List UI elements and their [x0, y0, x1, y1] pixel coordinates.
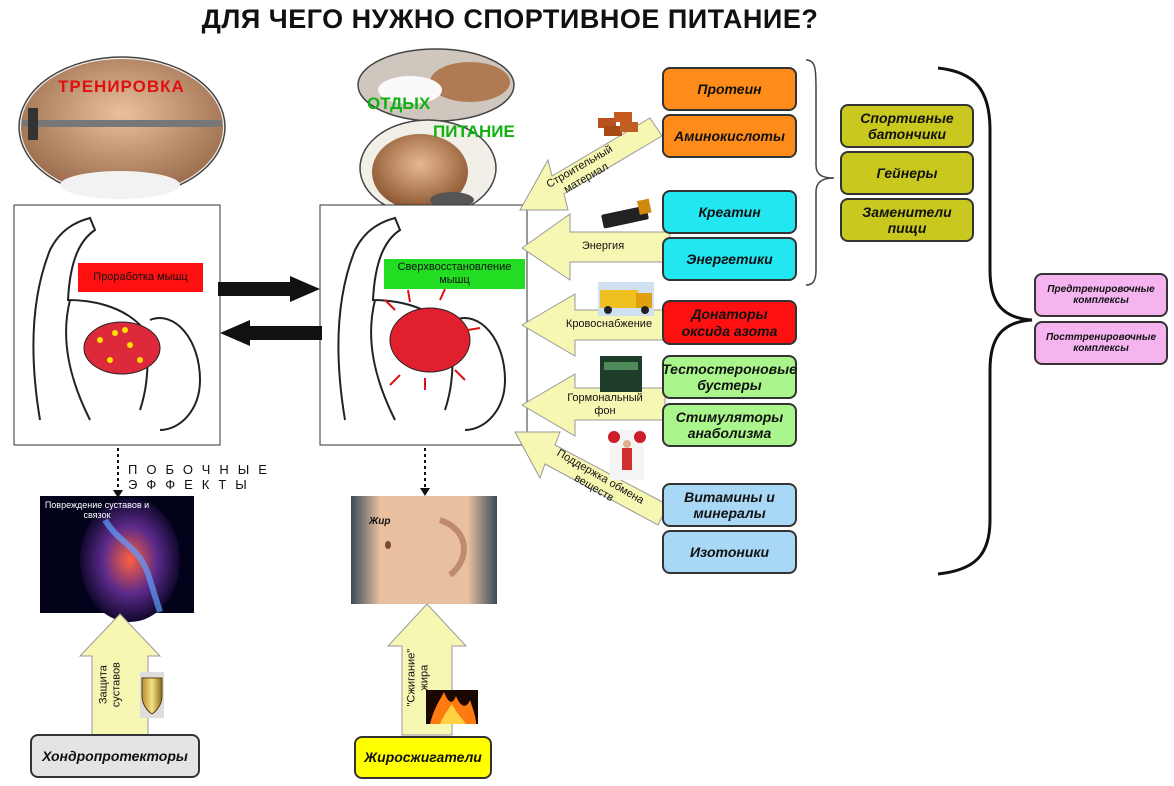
- joint-protection-label: Защита суставов: [97, 662, 122, 708]
- bracket-large: [937, 66, 1033, 576]
- training-photo: [18, 56, 226, 199]
- page-title: ДЛЯ ЧЕГО НУЖНО СПОРТИВНОЕ ПИТАНИЕ?: [201, 4, 819, 34]
- isotonics-box[interactable]: Изотоники: [662, 530, 797, 574]
- hormone-label: Гормональный фон: [567, 392, 643, 417]
- bracket-small: [805, 59, 835, 286]
- energy-label: Энергия: [581, 240, 625, 252]
- rest-photo: [357, 48, 515, 122]
- fat-burn-label: "Сжигание" жира: [405, 648, 430, 707]
- fat-label: Жир: [369, 516, 391, 527]
- rest-label: ОТДЫХ: [367, 94, 431, 113]
- nutrition-label: ПИТАНИЕ: [433, 122, 515, 141]
- knee-image: [40, 496, 194, 622]
- left-muscle-dots: [97, 327, 143, 363]
- gainers-box[interactable]: Гейнеры: [840, 151, 974, 195]
- belly-image: [351, 496, 497, 604]
- protein-box[interactable]: Протеин: [662, 67, 797, 111]
- side-effects-label: ПОБОЧНЫЕ ЭФФЕКТЫ: [128, 462, 276, 492]
- left-muscle: [83, 321, 161, 375]
- truck-icon: [598, 282, 654, 316]
- blood-supply-label: Кровоснабжение: [565, 318, 653, 330]
- energy-drinks-box[interactable]: Энергетики: [662, 237, 797, 281]
- supercompensation-tag: Сверхвосстановление мышц: [384, 259, 525, 289]
- joint-damage-label: Повреждение суставов и связок: [44, 500, 150, 521]
- fat-burners-box[interactable]: Жиросжигатели: [354, 736, 492, 779]
- post-workout-box[interactable]: Посттренировочные комплексы: [1034, 321, 1168, 365]
- testosterone-boosters-box[interactable]: Тестостероновые бустеры: [662, 355, 797, 399]
- hormone-package-icon: [600, 356, 642, 392]
- battery-icon: [601, 198, 652, 229]
- bricks-icon: [598, 112, 638, 136]
- fire-icon: [426, 690, 478, 724]
- creatine-box[interactable]: Креатин: [662, 190, 797, 234]
- shield-icon: [140, 672, 164, 718]
- no-donors-box[interactable]: Донаторы оксида азота: [662, 300, 797, 345]
- muscle-work-tag: Проработка мышц: [78, 263, 203, 292]
- right-muscle: [389, 307, 471, 373]
- sport-bars-box[interactable]: Спортивные батончики: [840, 104, 974, 148]
- athlete-icon: [608, 430, 646, 480]
- meal-replacements-box[interactable]: Заменители пищи: [840, 198, 974, 242]
- chondroprotectors-box[interactable]: Хондропротекторы: [30, 734, 200, 778]
- anabolic-stimulators-box[interactable]: Стимуляторы анаболизма: [662, 403, 797, 447]
- vitamins-box[interactable]: Витамины и минералы: [662, 483, 797, 527]
- cycle-arrows: [218, 276, 322, 346]
- pre-workout-box[interactable]: Предтренировочные комплексы: [1034, 273, 1168, 317]
- training-label: ТРЕНИРОВКА: [58, 77, 185, 96]
- amino-acids-box[interactable]: Аминокислоты: [662, 114, 797, 158]
- growth-arrows: [384, 288, 481, 390]
- nutrition-photo: [359, 119, 497, 217]
